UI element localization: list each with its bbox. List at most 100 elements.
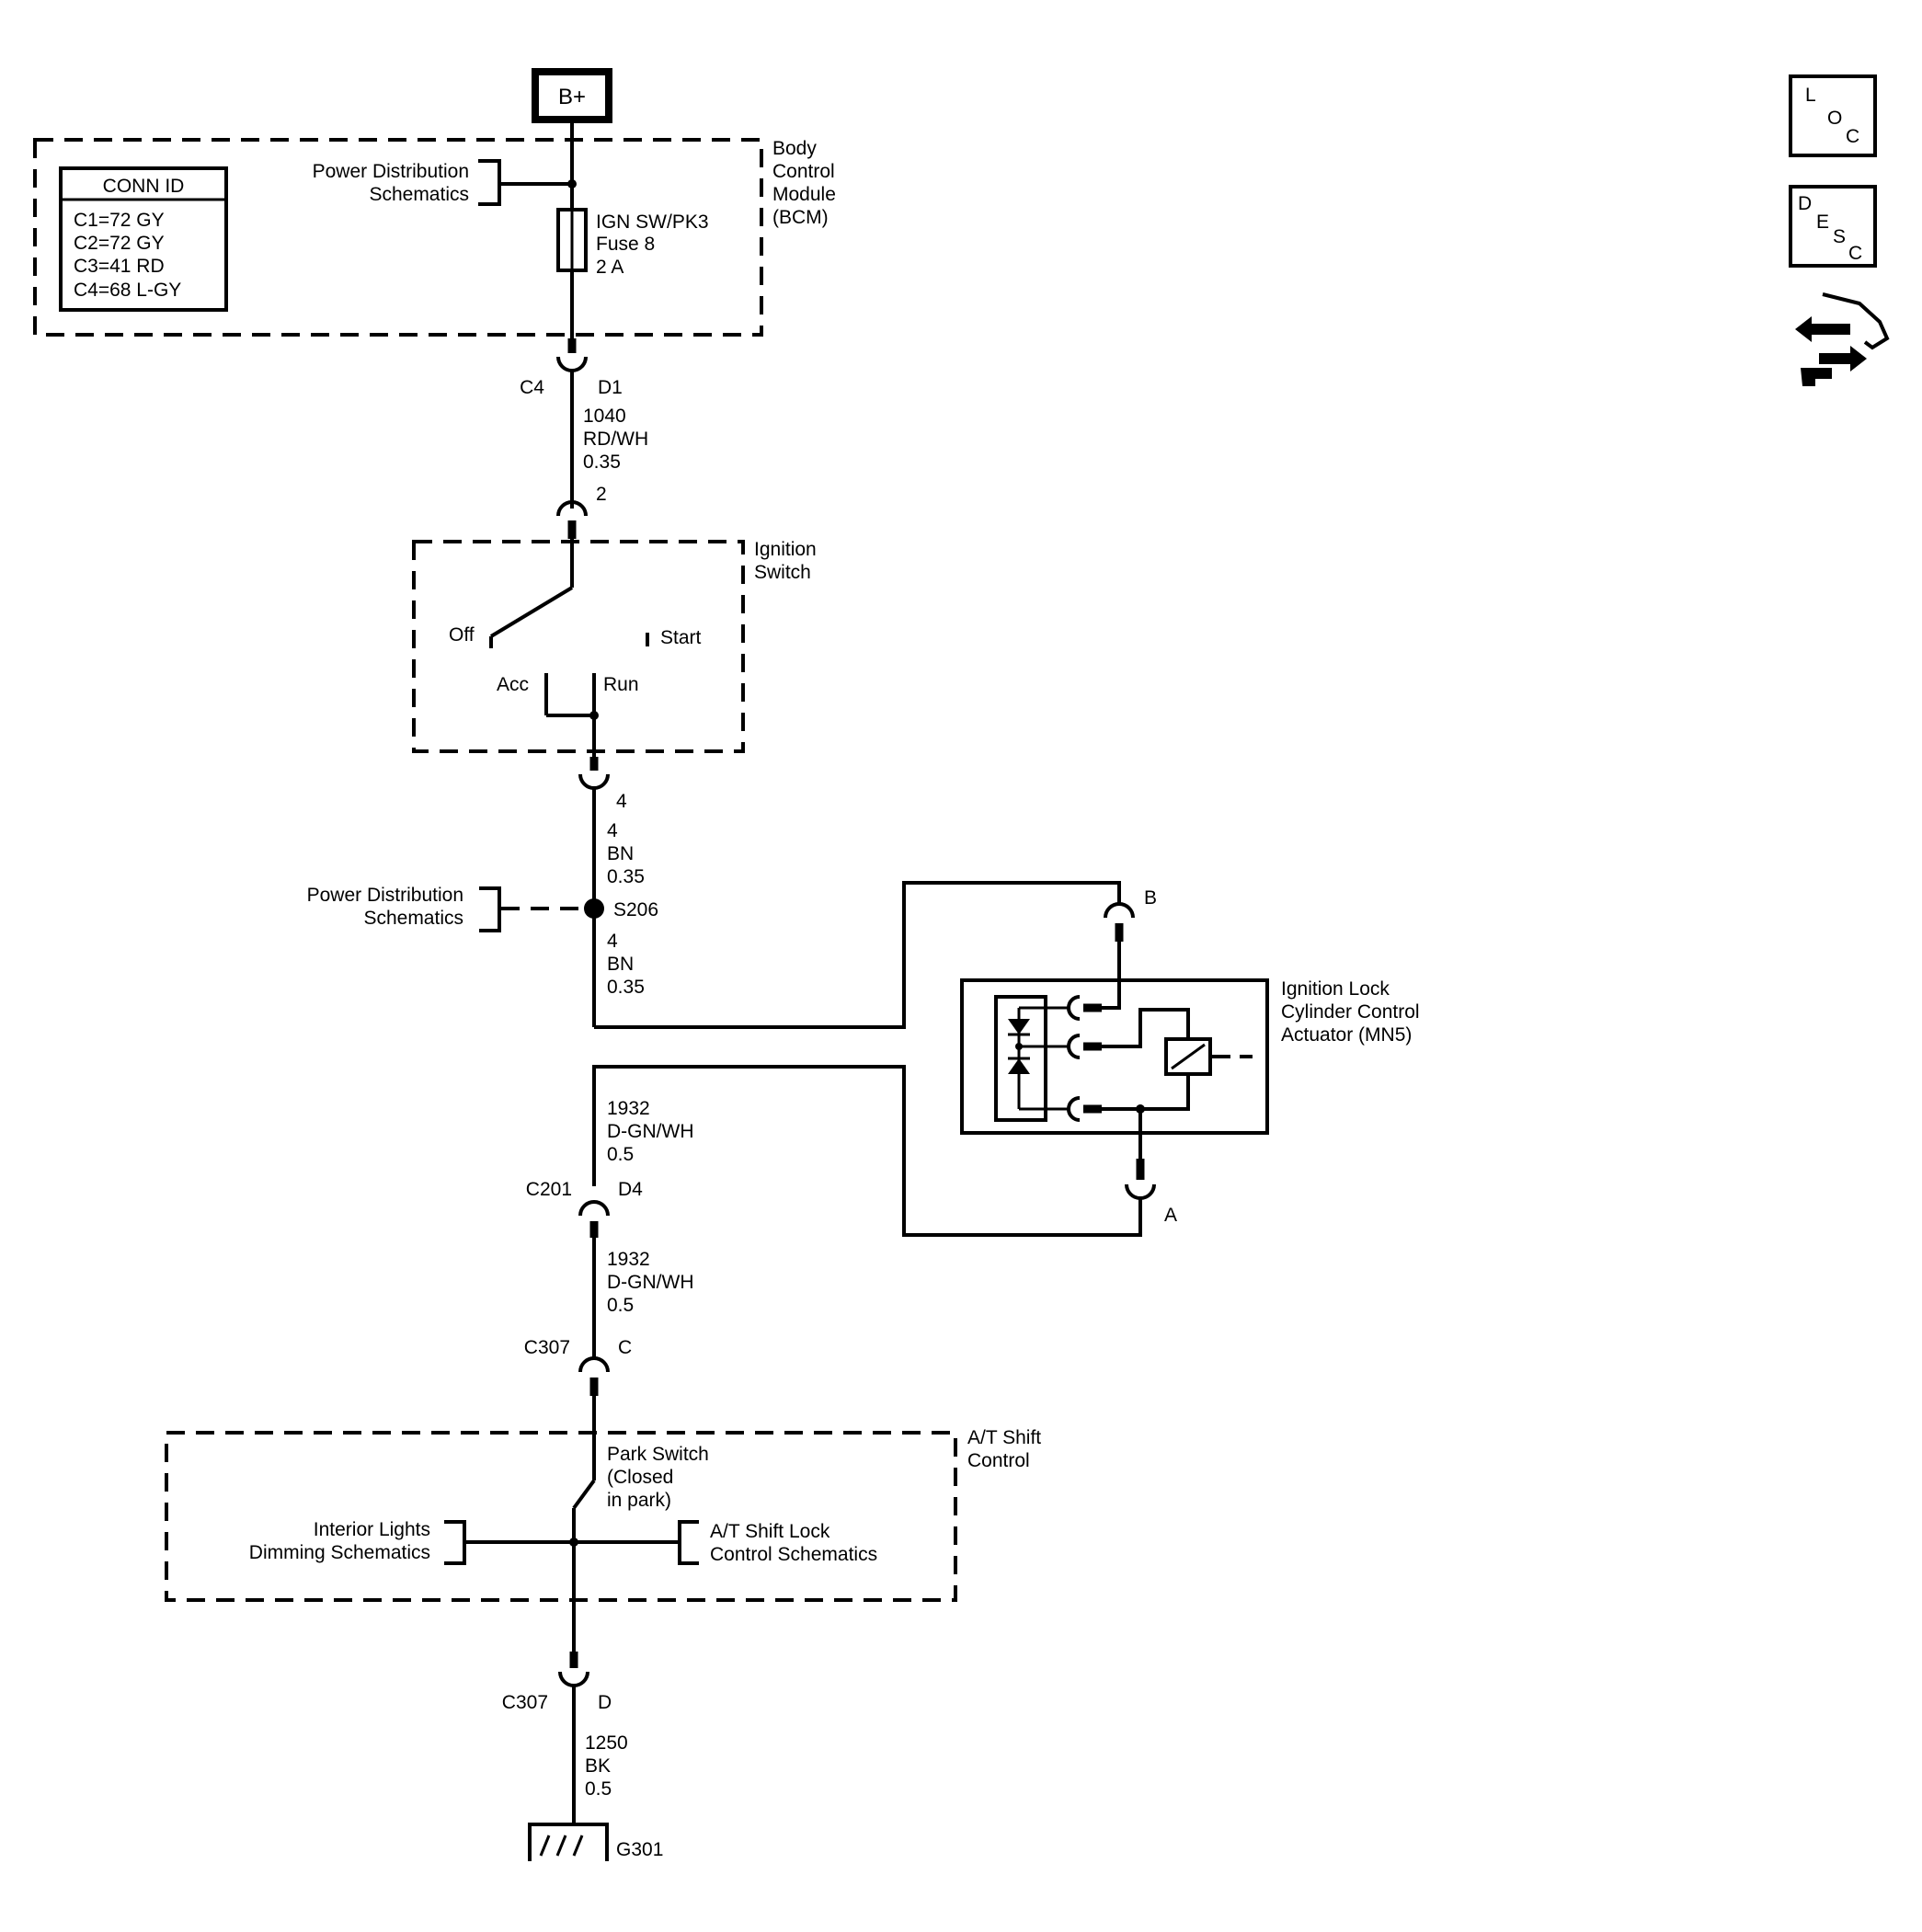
wire-1250-gauge: 0.5 — [585, 1778, 612, 1800]
ign-switch-pos-run: Run — [603, 674, 639, 695]
fuse-line-2: Fuse 8 — [596, 234, 655, 255]
loc-letter-o: O — [1827, 108, 1842, 129]
desc-letter-c: C — [1848, 243, 1862, 264]
desc-letter-d: D — [1798, 193, 1812, 214]
ign-switch-pos-off: Off — [449, 624, 475, 646]
wire-1932-lower-number: 1932 — [607, 1249, 650, 1270]
connector-c201-name: C201 — [526, 1179, 572, 1200]
ign-switch-pin-in: 2 — [596, 484, 607, 505]
wire-1932-lower-color: D-GN/WH — [607, 1272, 693, 1293]
wire-4-upper-gauge: 0.35 — [607, 866, 645, 887]
wire-1932-upper-gauge: 0.5 — [607, 1144, 634, 1165]
wire-to-actuator-b — [594, 881, 1121, 1029]
loc-letter-l: L — [1805, 85, 1816, 106]
at-shift-name-line-1: A/T Shift — [967, 1427, 1041, 1448]
power-source: B+ — [532, 68, 612, 123]
connector-c201-pin: D4 — [618, 1179, 643, 1200]
connector-c4: C4 D1 — [520, 338, 623, 398]
wire-1040-number: 1040 — [583, 406, 626, 427]
wire-1932-lower-gauge: 0.5 — [607, 1295, 634, 1316]
bcm-name-line-4: (BCM) — [772, 207, 829, 228]
actuator-pin-b: B — [1104, 887, 1157, 942]
wire-4-upper-color: BN — [607, 843, 634, 864]
wire-1250-color: BK — [585, 1755, 611, 1777]
park-switch-line-3: in park) — [607, 1490, 671, 1511]
interior-lights-line-1: Interior Lights — [314, 1519, 430, 1540]
conn-id-row-4: C4=68 L-GY — [74, 280, 181, 301]
actuator-name-line-3: Actuator (MN5) — [1281, 1024, 1412, 1046]
park-switch-line-2: (Closed — [607, 1467, 673, 1488]
ign-switch-pos-start: Start — [660, 627, 702, 648]
park-switch-blade — [572, 1479, 596, 1510]
power-source-label: B+ — [558, 85, 586, 109]
wire-4-upper-number: 4 — [607, 820, 618, 841]
splice-name: S206 — [613, 899, 658, 920]
connector-c307-d-name: C307 — [502, 1692, 548, 1713]
actuator-pin-a: A — [1125, 1159, 1177, 1226]
connector-c307-c-name: C307 — [524, 1337, 570, 1358]
connector-c307-d-pin: D — [598, 1692, 612, 1713]
connector-c307-d: C307 D — [502, 1652, 612, 1713]
splice-pds-line-1: Power Distribution — [307, 885, 463, 906]
bcm-pds-line-2: Schematics — [369, 184, 469, 205]
ign-switch-pin-out: 4 — [616, 791, 627, 812]
wire-1932-upper-number: 1932 — [607, 1098, 650, 1119]
navigation-arrows-hand-icon[interactable] — [1795, 292, 1890, 386]
shift-lock-line-1: A/T Shift Lock — [710, 1521, 830, 1542]
bcm-module: Body Control Module (BCM) — [33, 138, 836, 337]
desc-letter-s: S — [1833, 226, 1846, 247]
ground-icon — [528, 1823, 609, 1861]
ignition-lock-actuator: Ignition Lock Cylinder Control Actuator … — [960, 942, 1420, 1135]
conn-id-header: CONN ID — [103, 176, 185, 197]
ign-switch-name-line-2: Switch — [754, 562, 811, 583]
connector-c201: C201 D4 — [526, 1179, 643, 1238]
connector-c307-c: C307 C — [524, 1337, 632, 1396]
conn-id-row-2: C2=72 GY — [74, 233, 165, 254]
fuse-line-3: 2 A — [596, 257, 624, 278]
connector-c4-name: C4 — [520, 377, 544, 398]
loc-button[interactable]: L O C — [1789, 74, 1877, 157]
ignition-switch: Ignition Switch Off Start Acc Run — [412, 539, 817, 757]
wire-1932-upper-color: D-GN/WH — [607, 1121, 693, 1142]
desc-letter-e: E — [1816, 211, 1829, 233]
splice-pds-line-2: Schematics — [363, 908, 463, 929]
bcm-name-line-2: Control — [772, 161, 835, 182]
fuse-line-1: IGN SW/PK3 — [596, 211, 709, 233]
wire-1250-number: 1250 — [585, 1732, 628, 1754]
interior-lights-bracket — [444, 1520, 466, 1565]
ign-switch-pin-2: 2 — [556, 484, 607, 539]
desc-button[interactable]: D E S C — [1789, 185, 1877, 268]
at-shift-name-line-2: Control — [967, 1450, 1030, 1471]
connector-c4-pin: D1 — [598, 377, 623, 398]
wire-1040-gauge: 0.35 — [583, 452, 621, 473]
ign-switch-pin-4: 4 — [578, 757, 627, 812]
actuator-pin-a-label: A — [1164, 1205, 1177, 1226]
actuator-name-line-2: Cylinder Control — [1281, 1001, 1420, 1023]
splice-s206: S206 Power Distribution Schematics — [307, 885, 658, 932]
ground-label: G301 — [616, 1839, 663, 1860]
ign-switch-pos-acc: Acc — [497, 674, 529, 695]
park-switch-line-1: Park Switch — [607, 1444, 709, 1465]
shift-lock-line-2: Control Schematics — [710, 1544, 877, 1565]
wire-1932-return — [592, 1065, 1142, 1237]
conn-id-row-3: C3=41 RD — [74, 256, 165, 277]
ign-switch-blade — [489, 586, 574, 638]
shift-lock-bracket — [678, 1520, 699, 1565]
loc-letter-c: C — [1846, 126, 1859, 147]
bcm-name-line-3: Module — [772, 184, 836, 205]
splice-pds-bracket — [479, 886, 501, 932]
bcm-name-line-1: Body — [772, 138, 817, 159]
ground-g301: G301 — [528, 1823, 663, 1861]
conn-id-table: CONN ID C1=72 GY C2=72 GY C3=41 RD C4=68… — [59, 166, 228, 312]
bcm-pds-bracket — [478, 159, 501, 206]
at-shift-control: A/T Shift Control Park Switch (Closed in… — [165, 1396, 1041, 1617]
actuator-name-line-1: Ignition Lock — [1281, 978, 1390, 1000]
actuator-pin-b-label: B — [1144, 887, 1157, 909]
wire-4-lower-color: BN — [607, 954, 634, 975]
conn-id-row-1: C1=72 GY — [74, 210, 165, 231]
wire-4-lower-number: 4 — [607, 931, 618, 952]
ign-switch-name-line-1: Ignition — [754, 539, 817, 560]
bcm-pds-line-1: Power Distribution — [313, 161, 469, 182]
connector-c307-c-pin: C — [618, 1337, 632, 1358]
